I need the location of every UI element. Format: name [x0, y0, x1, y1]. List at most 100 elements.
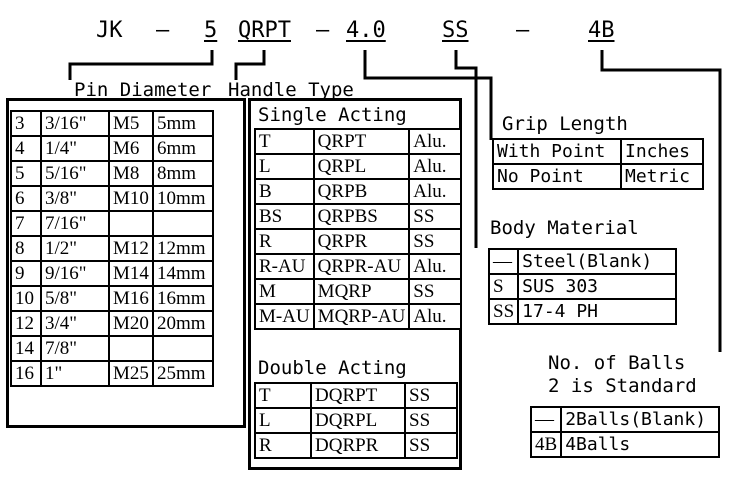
single-acting-row-cell: R	[254, 228, 315, 255]
body-material-title: Body Material	[490, 217, 639, 239]
body-material-row-cell: SS	[487, 298, 520, 325]
double-acting-row-cell: SS	[404, 407, 458, 434]
single-acting-row-cell: B	[254, 178, 315, 205]
pin-diameter-row-cell: 7/8"	[40, 335, 110, 362]
pin-diameter-row-cell: 25mm	[152, 360, 214, 387]
pin-diameter-row-cell: 16mm	[152, 285, 214, 312]
grip-length-row-cell: With Point	[492, 138, 622, 165]
pin-diameter-row-cell: 1/4"	[40, 135, 110, 162]
pin-diameter-title: Pin Diameter	[74, 79, 212, 101]
pin-diameter-row-cell: 1/2"	[40, 235, 110, 262]
single-acting-row-cell: SS	[408, 203, 463, 230]
no-of-balls-subtitle: 2 is Standard	[548, 375, 697, 397]
pin-diameter-row-cell: 3	[10, 110, 42, 137]
pin-diameter-row-cell: 7	[10, 210, 42, 237]
pin-diameter-row-cell: 6	[10, 185, 42, 212]
pin-diameter-row-cell	[108, 210, 154, 237]
pin-diameter-row-cell	[108, 335, 154, 362]
double-acting-title: Double Acting	[258, 357, 407, 379]
single-acting-row-cell: QRPR	[312, 228, 411, 255]
body-material-row-cell: 17-4 PH	[517, 298, 678, 325]
single-acting-row-cell: R-AU	[254, 253, 315, 280]
pin-diameter-row-cell: 8mm	[152, 160, 214, 187]
single-acting-row-cell: SS	[408, 278, 463, 305]
pin-diameter-row-cell: 16	[10, 360, 42, 387]
single-acting-row-cell: BS	[254, 203, 315, 230]
single-acting-row-cell: Alu.	[408, 153, 463, 180]
double-acting-row-cell: DQRPR	[310, 432, 406, 459]
pin-diameter-row-cell	[152, 210, 214, 237]
body-material-row: —Steel(Blank)	[487, 248, 678, 275]
pin-diameter-row-cell: M8	[108, 160, 154, 187]
connector-no-of-balls	[600, 50, 722, 352]
code-pin-diameter: 5	[204, 18, 218, 43]
pin-diameter-row-cell: M6	[108, 135, 154, 162]
grip-length-row-cell: Metric	[620, 163, 704, 190]
pin-diameter-row-cell: M10	[108, 185, 154, 212]
pin-diameter-row-cell: M12	[108, 235, 154, 262]
no-of-balls-row-cell: 4Balls	[560, 431, 721, 458]
connector-grip-length	[363, 50, 493, 140]
pin-diameter-row-cell: M25	[108, 360, 154, 387]
single-acting-title: Single Acting	[258, 104, 407, 126]
single-acting-row-cell: L	[254, 153, 315, 180]
pin-diameter-row-cell: M5	[108, 110, 154, 137]
pin-diameter-row-cell: 5/16"	[40, 160, 110, 187]
connector-body-material	[454, 50, 478, 248]
pin-diameter-row-cell: 14	[10, 335, 42, 362]
body-material-row-cell: —	[487, 248, 520, 275]
pin-diameter-row-cell: M16	[108, 285, 154, 312]
code-no-of-balls: 4B	[588, 18, 615, 43]
code-grip-length: 4.0	[346, 18, 386, 43]
pin-diameter-row-cell: 10mm	[152, 185, 214, 212]
pin-diameter-row-cell: 4	[10, 135, 42, 162]
pin-diameter-row-cell: 3/16"	[40, 110, 110, 137]
double-acting-row-cell: R	[254, 432, 312, 459]
pin-diameter-row-cell: 5/8"	[40, 285, 110, 312]
pin-diameter-row-cell: 10	[10, 285, 42, 312]
no-of-balls-row: —2Balls(Blank)	[529, 406, 721, 433]
pin-diameter-row-cell: 1"	[40, 360, 110, 387]
pin-diameter-row-cell: M14	[108, 260, 154, 287]
no-of-balls-row-cell: 4B	[529, 431, 563, 458]
pin-diameter-row-cell: 6mm	[152, 135, 214, 162]
single-acting-row-cell: MQRP	[312, 278, 411, 305]
pin-diameter-row-cell: 12	[10, 310, 42, 337]
grip-length-row-cell: Inches	[620, 138, 704, 165]
pin-diameter-row-cell: 20mm	[152, 310, 214, 337]
single-acting-row-cell: M-AU	[254, 303, 315, 330]
grip-length-title: Grip Length	[502, 113, 628, 135]
pin-diameter-row-cell: 9/16"	[40, 260, 110, 287]
double-acting-row-cell: DQRPL	[310, 407, 406, 434]
code-dash-1: —	[156, 18, 170, 43]
code-prefix: JK	[96, 18, 123, 43]
single-acting-row-cell: QRPL	[312, 153, 411, 180]
no-of-balls-row-cell: 2Balls(Blank)	[560, 406, 721, 433]
pin-diameter-frame	[6, 98, 246, 428]
body-material-row-cell: Steel(Blank)	[517, 248, 678, 275]
